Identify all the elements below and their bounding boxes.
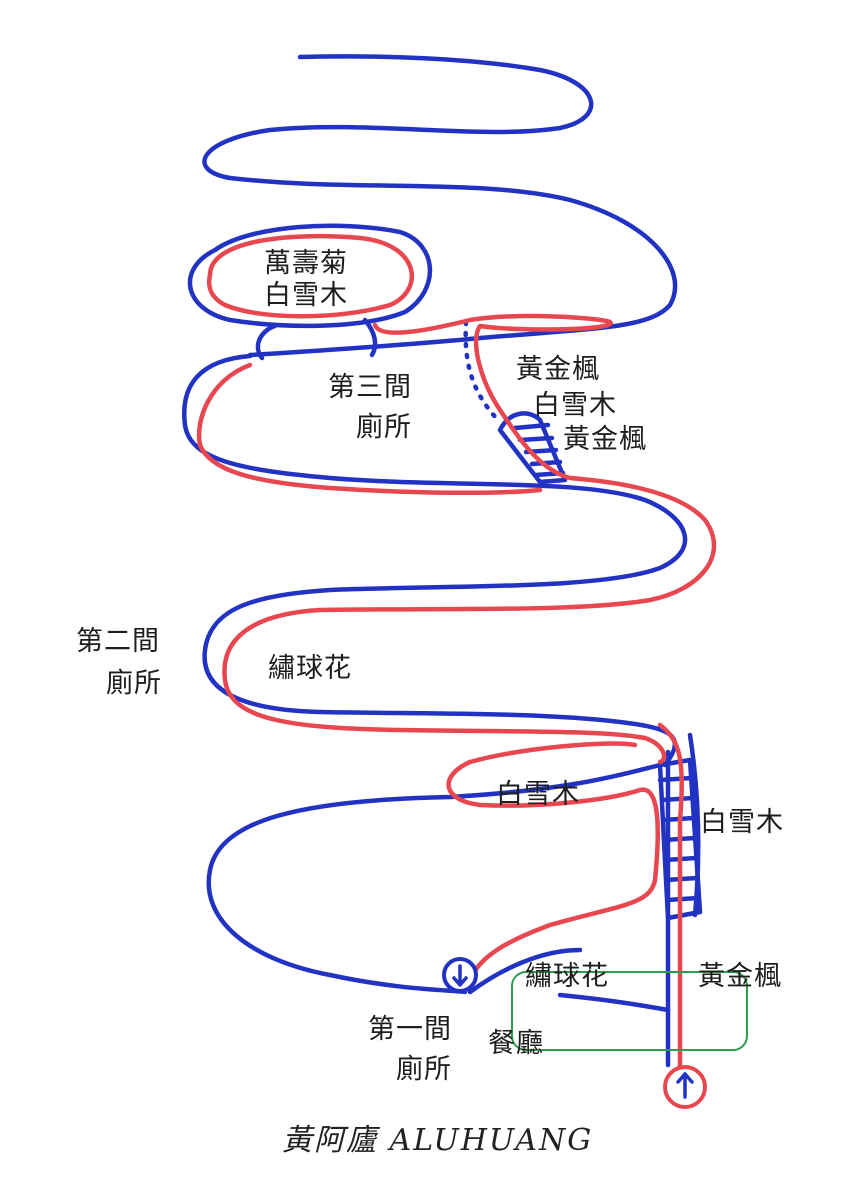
blue-middle-s (182, 353, 688, 768)
toilet1-marker (442, 957, 478, 993)
label-white-snow-inner: 白雪木 (496, 779, 580, 809)
red-right-column (657, 722, 685, 1073)
blue-dotted-link (463, 319, 501, 423)
label-toilet1-line2: 廁所 (396, 1054, 452, 1084)
restaurant-box (511, 971, 748, 1051)
label-toilet2-line1: 第二間 (76, 626, 160, 656)
blue-lower-left-loop (206, 762, 663, 995)
red-inner-loop (446, 741, 660, 983)
red-upper-ellipse (206, 233, 415, 319)
label-marigold: 萬壽菊 (264, 248, 348, 278)
signature: 黃阿廬 ALUHUANG (282, 1123, 593, 1158)
blue-upper-ellipse (187, 223, 433, 329)
label-toilet2-line2: 廁所 (106, 668, 162, 698)
blue-toilet3-loop (255, 317, 378, 361)
red-left-upper (196, 362, 543, 496)
blue-top-squiggle (202, 54, 678, 358)
label-toilet1-line1: 第一間 (368, 1014, 452, 1044)
red-upper-connector (222, 313, 717, 765)
blue-route (182, 54, 703, 1068)
label-white-snow-right: 白雪木 (700, 807, 784, 837)
label-white-snow-mid: 白雪木 (533, 390, 617, 420)
label-toilet3-line2: 廁所 (356, 412, 412, 442)
red-route (196, 233, 717, 1073)
down-arrow-icon (452, 964, 468, 987)
label-restaurant: 餐廳 (488, 1028, 544, 1058)
label-toilet3-line1: 第三間 (328, 372, 412, 402)
blue-lower-path (467, 947, 671, 1013)
blue-hatch-upper (497, 411, 568, 485)
start-marker (663, 1065, 707, 1109)
label-golden-maple-low: 黃金楓 (698, 961, 782, 991)
label-hydrangea-mid: 繡球花 (268, 653, 352, 683)
label-hydrangea-low: 繡球花 (525, 961, 609, 991)
label-golden-maple-1: 黃金楓 (516, 354, 600, 384)
label-golden-maple-2: 黃金楓 (563, 424, 647, 454)
up-arrow-icon (676, 1072, 694, 1099)
label-white-snow-top: 白雪木 (264, 280, 348, 310)
